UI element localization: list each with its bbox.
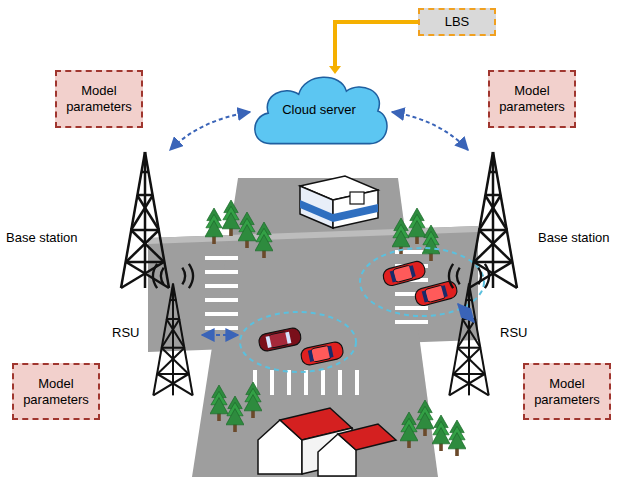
service-box: LBS <box>418 8 496 36</box>
arrow-head <box>329 66 341 74</box>
node-text: Model parameters <box>21 376 91 407</box>
parameter-box: Model parameters <box>523 363 611 420</box>
device-label: Base station <box>538 230 610 245</box>
node-text: Model parameters <box>64 83 134 114</box>
request-arrow <box>335 22 418 67</box>
node-text: Model parameters <box>532 376 602 407</box>
cloud-shape: Cloud server <box>248 68 390 152</box>
device-label: Base station <box>6 230 78 245</box>
parameter-box: Model parameters <box>488 70 576 128</box>
device-label: RSU <box>112 325 139 340</box>
node-text: Cloud server <box>282 102 356 118</box>
node-text: LBS <box>445 14 470 30</box>
parameter-box: Model parameters <box>12 363 100 420</box>
device-label: RSU <box>500 325 527 340</box>
node-text: Model parameters <box>497 83 567 114</box>
parameter-box: Model parameters <box>55 70 143 128</box>
